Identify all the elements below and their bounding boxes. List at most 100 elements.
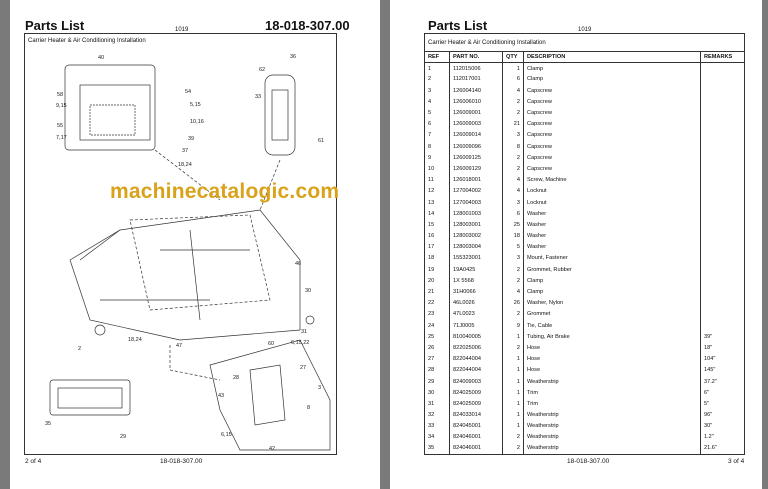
diagram-frame [24, 33, 337, 455]
cell-description: Clamp [523, 62, 701, 74]
callout-label: 2 [78, 346, 82, 352]
cell-remarks: 5" [700, 398, 745, 410]
callout-label: 37 [182, 148, 189, 154]
cell-description: Hose [523, 364, 701, 376]
cell-ref: 20 [424, 275, 450, 287]
cell-part-no: 824046001 [449, 443, 503, 455]
cell-ref: 14 [424, 208, 450, 220]
cell-remarks [700, 196, 745, 209]
cell-part-no: 126009001 [449, 107, 503, 119]
col-qty: QTY [502, 50, 524, 64]
callout-label: 18,24 [178, 162, 192, 168]
cell-part-no: 155323001 [449, 252, 503, 265]
callout-label: 7,17 [56, 135, 67, 141]
cell-qty: 8 [502, 141, 524, 153]
cell-description: Weatherstrip [523, 443, 701, 455]
cell-qty: 1 [502, 387, 524, 399]
cell-remarks [700, 297, 745, 309]
exploded-parts-diagram [49, 64, 331, 451]
cell-ref: 17 [424, 241, 450, 253]
cell-qty: 1 [502, 62, 524, 74]
cell-qty: 1 [502, 331, 524, 343]
cell-remarks [700, 141, 745, 153]
cell-qty: 2 [502, 431, 524, 444]
callout-label: 42 [269, 446, 276, 452]
cell-remarks [700, 73, 745, 86]
cell-part-no: 47L0023 [449, 308, 503, 320]
cell-ref: 11 [424, 174, 450, 186]
cell-description: Grommet [523, 308, 701, 320]
cell-ref: 25 [424, 331, 450, 343]
cell-remarks [700, 208, 745, 220]
cell-description: Hose [523, 353, 701, 365]
callout-label: 35 [45, 421, 52, 427]
cell-ref: 12 [424, 185, 450, 197]
cell-remarks [700, 308, 745, 320]
cell-ref: 34 [424, 431, 450, 444]
cell-ref: 19 [424, 264, 450, 276]
cell-remarks [700, 163, 745, 175]
cell-part-no: 824009003 [449, 375, 503, 388]
cell-ref: 28 [424, 364, 450, 376]
cell-remarks: 30" [700, 420, 745, 432]
cell-ref: 13 [424, 196, 450, 209]
cell-part-no: 126009096 [449, 141, 503, 153]
callout-label: 54 [185, 89, 192, 95]
callout-label: 55 [57, 123, 64, 129]
page-title: Parts List [428, 18, 488, 33]
cell-ref: 31 [424, 398, 450, 410]
cell-part-no: 128003001 [449, 219, 503, 231]
callout-label: 3 [318, 385, 322, 391]
footer-page-number: 2 of 4 [25, 458, 42, 465]
cell-part-no: 126009003 [449, 118, 503, 130]
table-caption: Carrier Heater & Air Conditioning Instal… [428, 40, 546, 46]
cell-ref: 18 [424, 252, 450, 265]
col-remarks: REMARKS [700, 50, 745, 64]
footer-page-number: 3 of 4 [728, 458, 745, 465]
cell-part-no: 127004002 [449, 185, 503, 197]
cell-qty: 3 [502, 252, 524, 265]
cell-qty: 26 [502, 297, 524, 309]
cell-qty: 4 [502, 174, 524, 186]
callout-label: 8 [307, 405, 311, 411]
callout-label: 6,15 [221, 432, 232, 438]
cell-description: Capscrew [523, 129, 701, 141]
callout-label: 10,16 [190, 119, 204, 125]
cell-description: Washer [523, 230, 701, 242]
table-caption-box [424, 33, 745, 51]
cell-ref: 27 [424, 353, 450, 365]
cell-part-no: 822044004 [449, 353, 503, 365]
footer-doc-number: 18-018-307.00 [160, 458, 203, 465]
cell-qty: 6 [502, 208, 524, 220]
cell-ref: 24 [424, 320, 450, 332]
cell-description: Capscrew [523, 141, 701, 153]
cell-remarks: 21.6" [700, 443, 745, 455]
callout-label: 36 [290, 54, 297, 60]
cell-part-no: 126018001 [449, 174, 503, 186]
callout-label: 61 [318, 138, 325, 144]
callout-label: 28 [233, 375, 240, 381]
cell-description: Hose [523, 342, 701, 354]
cell-qty: 1 [502, 375, 524, 388]
cell-description: Weatherstrip [523, 420, 701, 432]
page-code: 1019 [175, 27, 189, 33]
cell-remarks [700, 275, 745, 287]
cell-description: Capscrew [523, 96, 701, 108]
left-page: Parts List 1019 18-018-307.00 Carrier He… [10, 0, 380, 489]
cell-ref: 9 [424, 152, 450, 164]
cell-qty: 2 [502, 264, 524, 276]
right-page: Parts List 1019 Carrier Heater & Air Con… [390, 0, 762, 489]
cell-part-no: 127004003 [449, 196, 503, 209]
cell-description: Capscrew [523, 107, 701, 119]
